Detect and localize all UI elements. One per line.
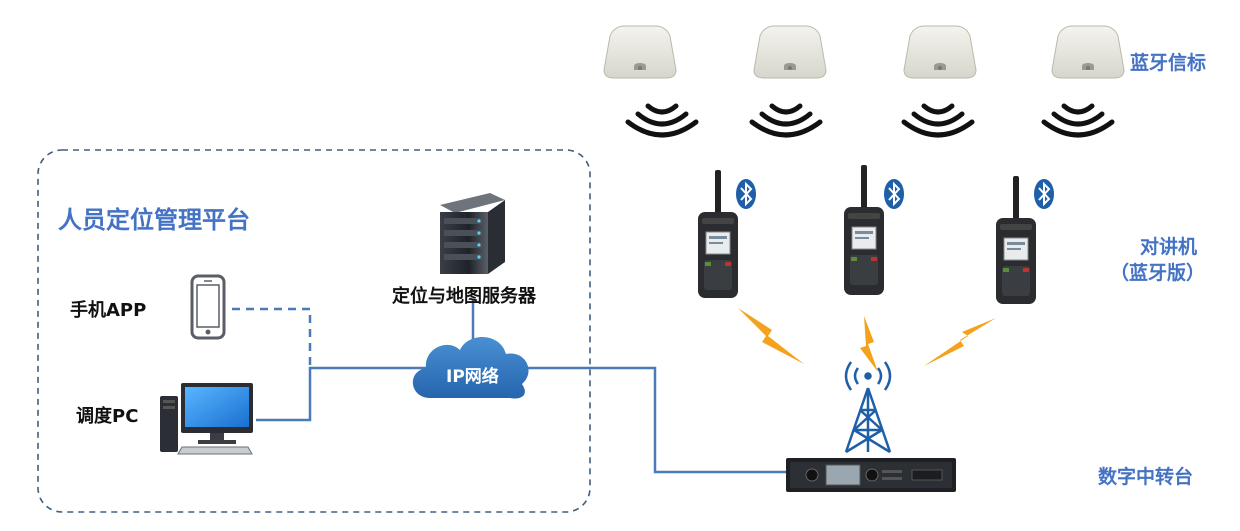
- beacon-signal-waves: [625, 103, 1115, 138]
- beacon-1: [603, 25, 677, 79]
- server-label: 定位与地图服务器: [392, 286, 536, 307]
- cloud-label: IP网络: [446, 367, 499, 387]
- radio-label-line1: 对讲机: [1140, 236, 1198, 258]
- desktop-pc-icon: [160, 383, 253, 455]
- platform-region: [37, 149, 591, 513]
- signal-wave-icon: [749, 103, 823, 138]
- signal-wave-icon: [901, 103, 975, 138]
- repeater-label: 数字中转台: [1098, 466, 1194, 488]
- signal-wave-icon: [625, 103, 699, 138]
- radio-group: [698, 165, 1036, 304]
- platform-title: 人员定位管理平台: [58, 206, 250, 234]
- repeater-device-icon: [786, 458, 956, 492]
- beacon-2: [753, 25, 827, 79]
- lightning-bolt-icon: [860, 316, 878, 372]
- network-links: [232, 300, 788, 474]
- cloud-icon: [412, 336, 529, 399]
- mobile-app-label: 手机APP: [70, 300, 147, 321]
- beacon-4: [1051, 25, 1125, 79]
- smartphone-icon: [190, 274, 226, 340]
- beacon-group: [603, 25, 1125, 79]
- beacon-label: 蓝牙信标: [1130, 52, 1207, 74]
- radio-3: [996, 176, 1036, 304]
- signal-wave-icon: [1041, 103, 1115, 138]
- server-icon: [440, 193, 505, 274]
- pc-link: [256, 366, 440, 422]
- bluetooth-icons: [736, 179, 1054, 209]
- bluetooth-icon: [1034, 179, 1054, 209]
- lightning-bolts: [738, 308, 996, 372]
- bluetooth-icon: [736, 179, 756, 209]
- antenna-tower-icon: [844, 361, 892, 454]
- repeater-link: [510, 366, 788, 474]
- bluetooth-icon: [884, 179, 904, 209]
- radio-2: [844, 165, 884, 295]
- radio-label-line2: （蓝牙版）: [1110, 262, 1206, 284]
- lightning-bolt-icon: [738, 308, 804, 364]
- lightning-bolt-icon: [924, 318, 996, 366]
- beacon-3: [903, 25, 977, 79]
- app-dashed-link: [232, 307, 312, 368]
- dispatch-pc-label: 调度PC: [76, 406, 139, 427]
- radio-1: [698, 170, 738, 298]
